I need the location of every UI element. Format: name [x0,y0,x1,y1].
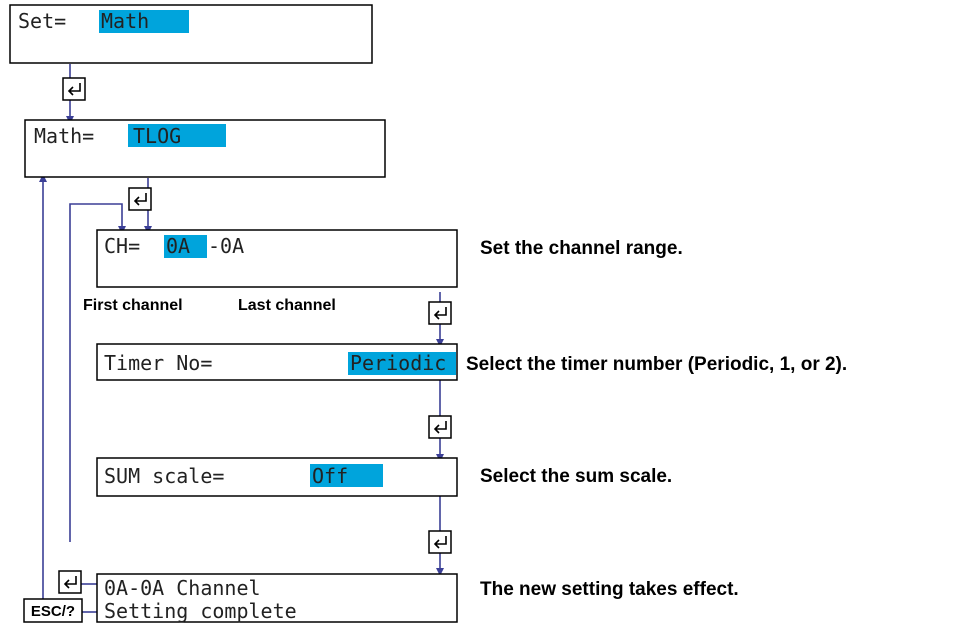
sum-screen-value: Off [312,464,348,488]
timer-screen-prefix: Timer No= [104,351,212,375]
enter-key-icon [428,530,452,554]
timer-value-highlight [348,352,456,375]
math-screen-prefix: Math= [34,124,94,148]
first-channel-label: First channel [83,297,183,314]
note-channel-range: Set the channel range. [480,238,683,259]
note-timer-number: Select the timer number (Periodic, 1, or… [466,354,847,375]
note-setting-effect: The new setting takes effect. [480,579,739,600]
screen-timer: Timer No= Periodic [96,343,458,381]
screen-channel: CH= 0A -0A [96,229,458,288]
last-channel-label: Last channel [238,297,336,314]
ch-screen-first: 0A [166,234,190,258]
enter-key-icon [58,570,82,594]
esc-key: ESC/? [23,598,83,623]
enter-key-icon [62,77,86,101]
screen-math: Math= TLOG [24,119,386,178]
sum-screen-prefix: SUM scale= [104,464,224,488]
math-screen-value: TLOG [133,124,181,148]
sum-value-highlight [310,464,383,487]
ch-screen-rest: -0A [208,234,244,258]
complete-line-2: Setting complete [104,599,297,623]
set-screen-prefix: Set= [18,9,66,33]
set-value-highlight [99,10,189,33]
screen-set: Set= Math [9,4,373,64]
ch-screen-prefix: CH= [104,234,140,258]
enter-key-icon [428,415,452,439]
ch-value-highlight [164,235,207,258]
set-screen-value: Math [101,9,149,33]
enter-key-icon [128,187,152,211]
math-value-highlight [128,124,226,147]
timer-screen-value: Periodic [350,351,446,375]
note-sum-scale: Select the sum scale. [480,466,672,487]
enter-key-icon [428,301,452,325]
esc-key-label: ESC/? [31,603,75,620]
screen-setting-complete: 0A-0A Channel Setting complete [96,573,458,623]
screen-sum-scale: SUM scale= Off [96,457,458,497]
complete-line-1: 0A-0A Channel [104,576,261,600]
